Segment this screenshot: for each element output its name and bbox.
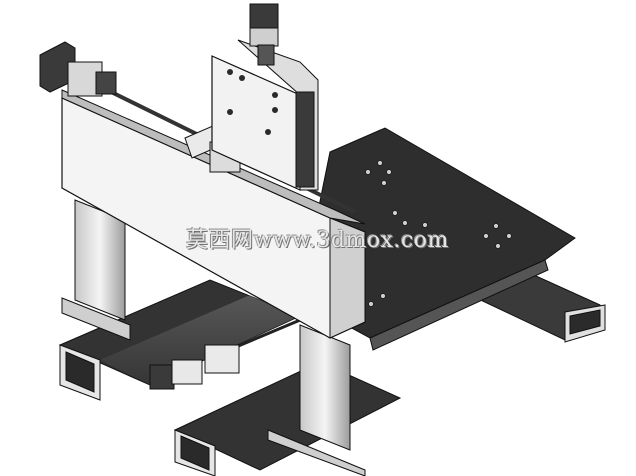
gantry-post-front (267, 324, 366, 476)
watermark-text: 莫西网www.3dmox.com (186, 228, 449, 253)
left-base-rail-front (173, 361, 402, 476)
y-axis-motor (39, 41, 117, 97)
x-axis-drive (149, 316, 306, 390)
work-table (299, 127, 576, 351)
left-base-rail-rear (58, 279, 302, 401)
z-axis-assembly (211, 3, 319, 191)
